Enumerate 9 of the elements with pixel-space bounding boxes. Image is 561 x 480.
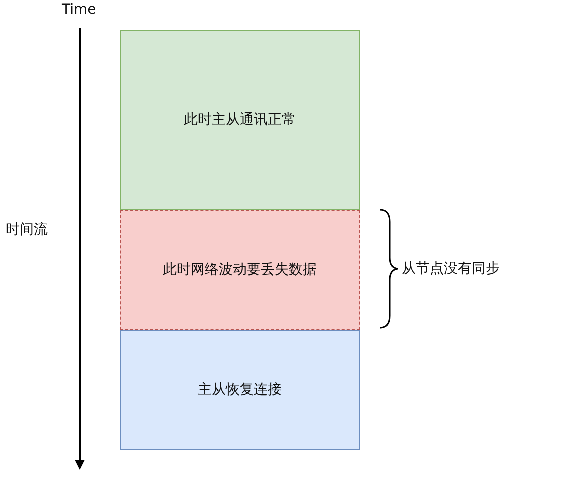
band-text: 此时网络波动要丢失数据 xyxy=(163,261,317,279)
brace-label: 从节点没有同步 xyxy=(402,260,500,278)
time-band xyxy=(120,30,360,210)
band-text: 此时主从通讯正常 xyxy=(184,111,296,129)
axis-label: Time xyxy=(62,2,96,18)
time-band xyxy=(120,210,360,330)
band-text: 主从恢复连接 xyxy=(198,381,282,399)
axis-label: 时间流 xyxy=(6,221,48,239)
time-band xyxy=(120,330,360,450)
